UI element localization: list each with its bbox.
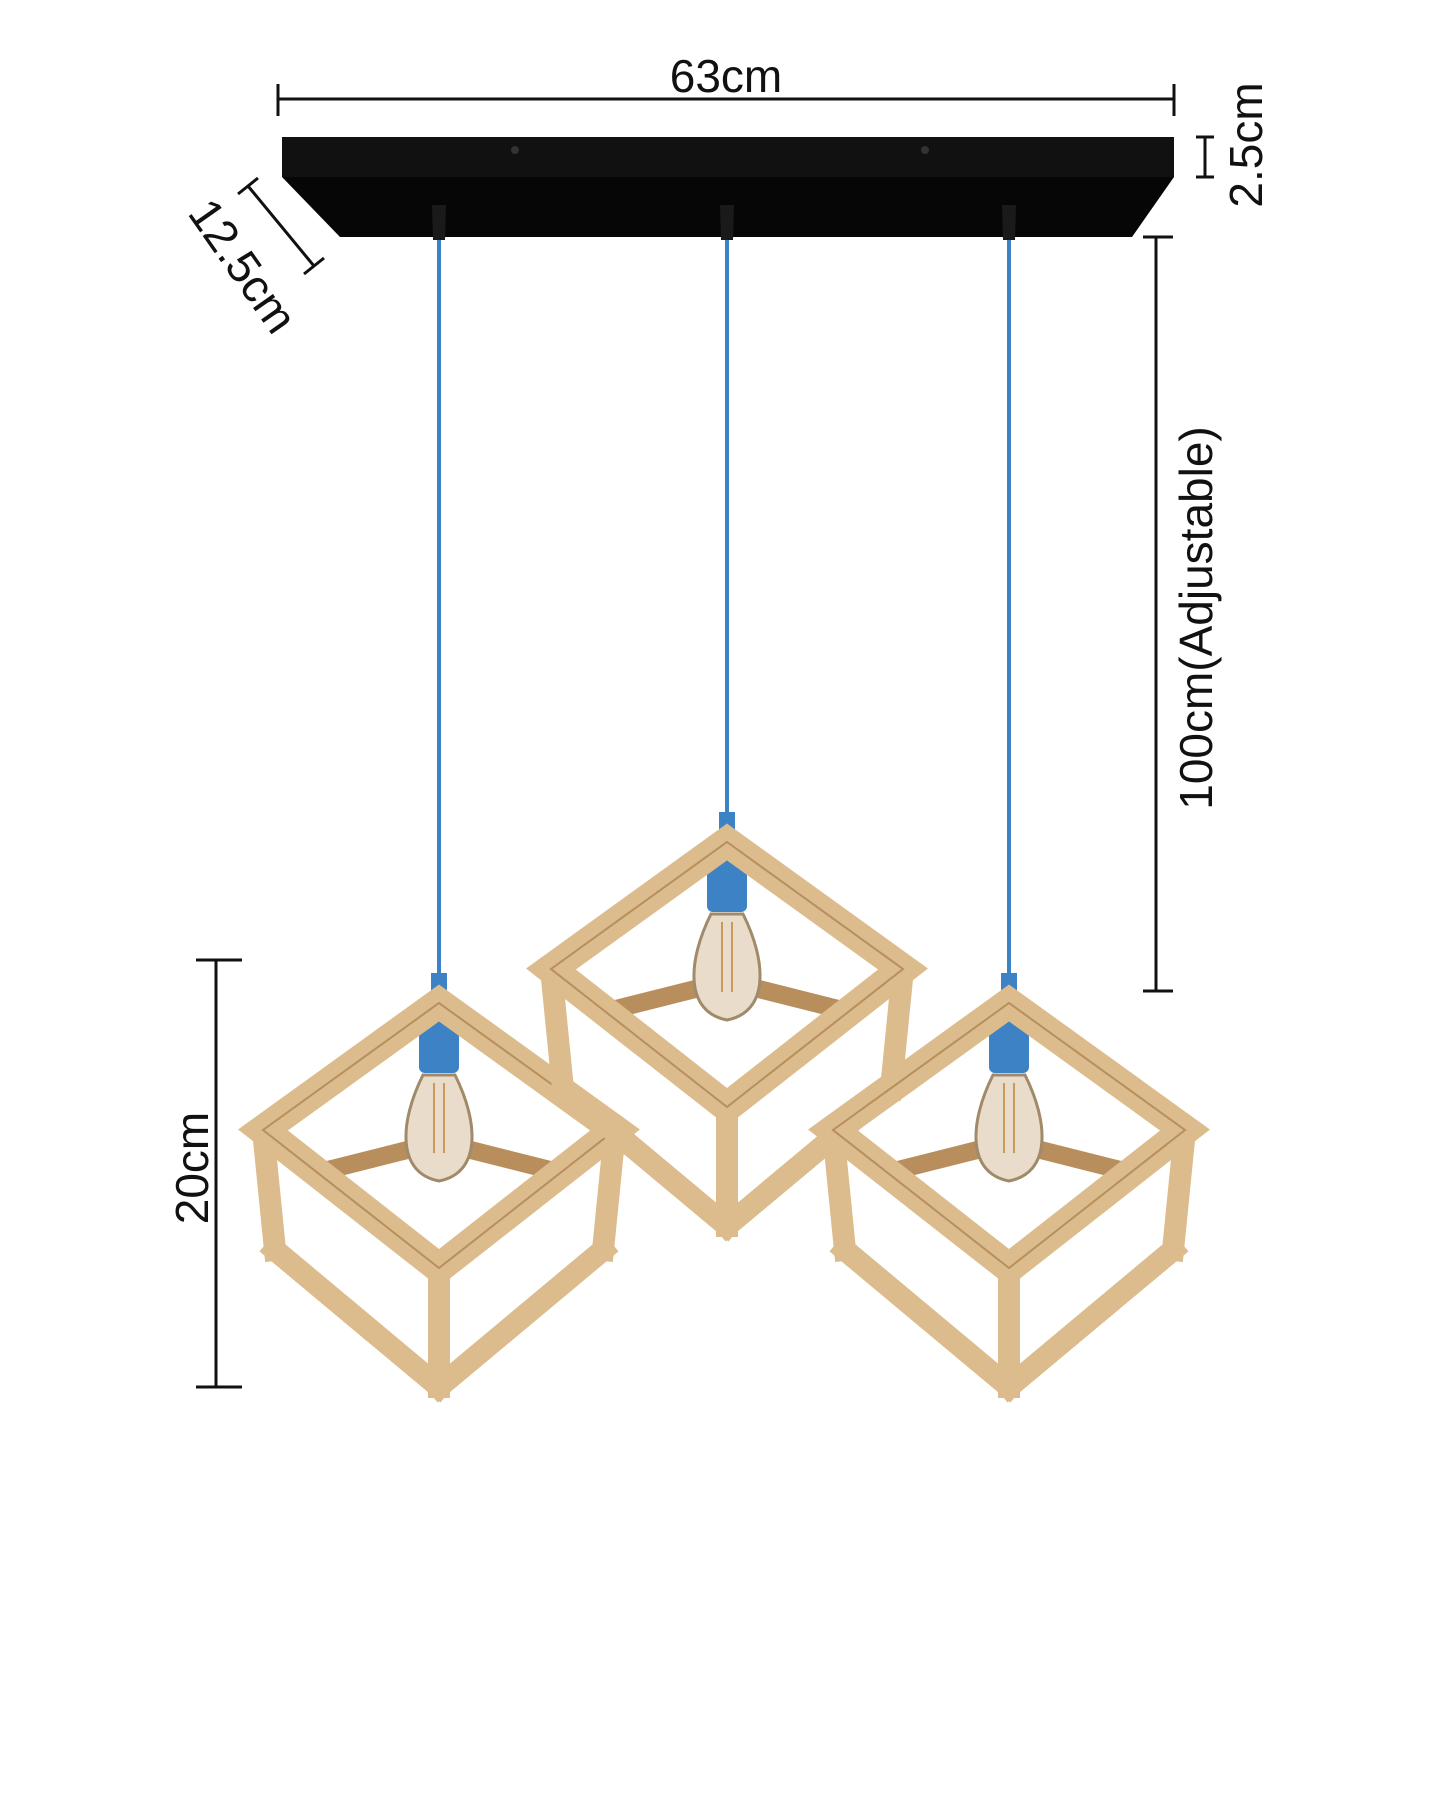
width-label: 63cm: [670, 50, 782, 102]
edison-bulb-icon: [692, 912, 762, 1022]
pendant-lamp-middle: [526, 205, 928, 1242]
cube-top-outline: [831, 1001, 1187, 1270]
cube-frame-edge: [259, 1234, 455, 1403]
pendant-lamp-right: [808, 205, 1210, 1403]
cube-top-outline: [549, 840, 905, 1109]
cube-frame-edge: [993, 1234, 1189, 1403]
pendant-lamps: [238, 205, 1210, 1403]
depth-dimension: 12.5cm: [179, 176, 325, 343]
cube-frame-edge: [547, 1073, 743, 1242]
width-dimension: 63cm: [276, 50, 1176, 116]
cable-grip: [1002, 205, 1016, 240]
cable-length-label: 100cm(Adjustable): [1170, 426, 1222, 810]
cube-frame-edge: [423, 1234, 619, 1403]
cable-grip: [720, 205, 734, 240]
shade-height-label: 20cm: [166, 1112, 218, 1224]
pendant-lamp-left: [238, 205, 640, 1403]
cable-grip: [432, 205, 446, 240]
cube-frame-edge: [829, 1234, 1025, 1403]
plate-height-dimension: 2.5cm: [1196, 82, 1272, 208]
plate-height-label: 2.5cm: [1220, 82, 1272, 207]
edison-bulb-icon: [404, 1073, 474, 1183]
depth-label: 12.5cm: [179, 189, 308, 342]
shade-height-dimension: 20cm: [166, 958, 242, 1389]
edison-bulb-icon: [974, 1073, 1044, 1183]
cable-length-dimension: 100cm(Adjustable): [1143, 235, 1222, 993]
